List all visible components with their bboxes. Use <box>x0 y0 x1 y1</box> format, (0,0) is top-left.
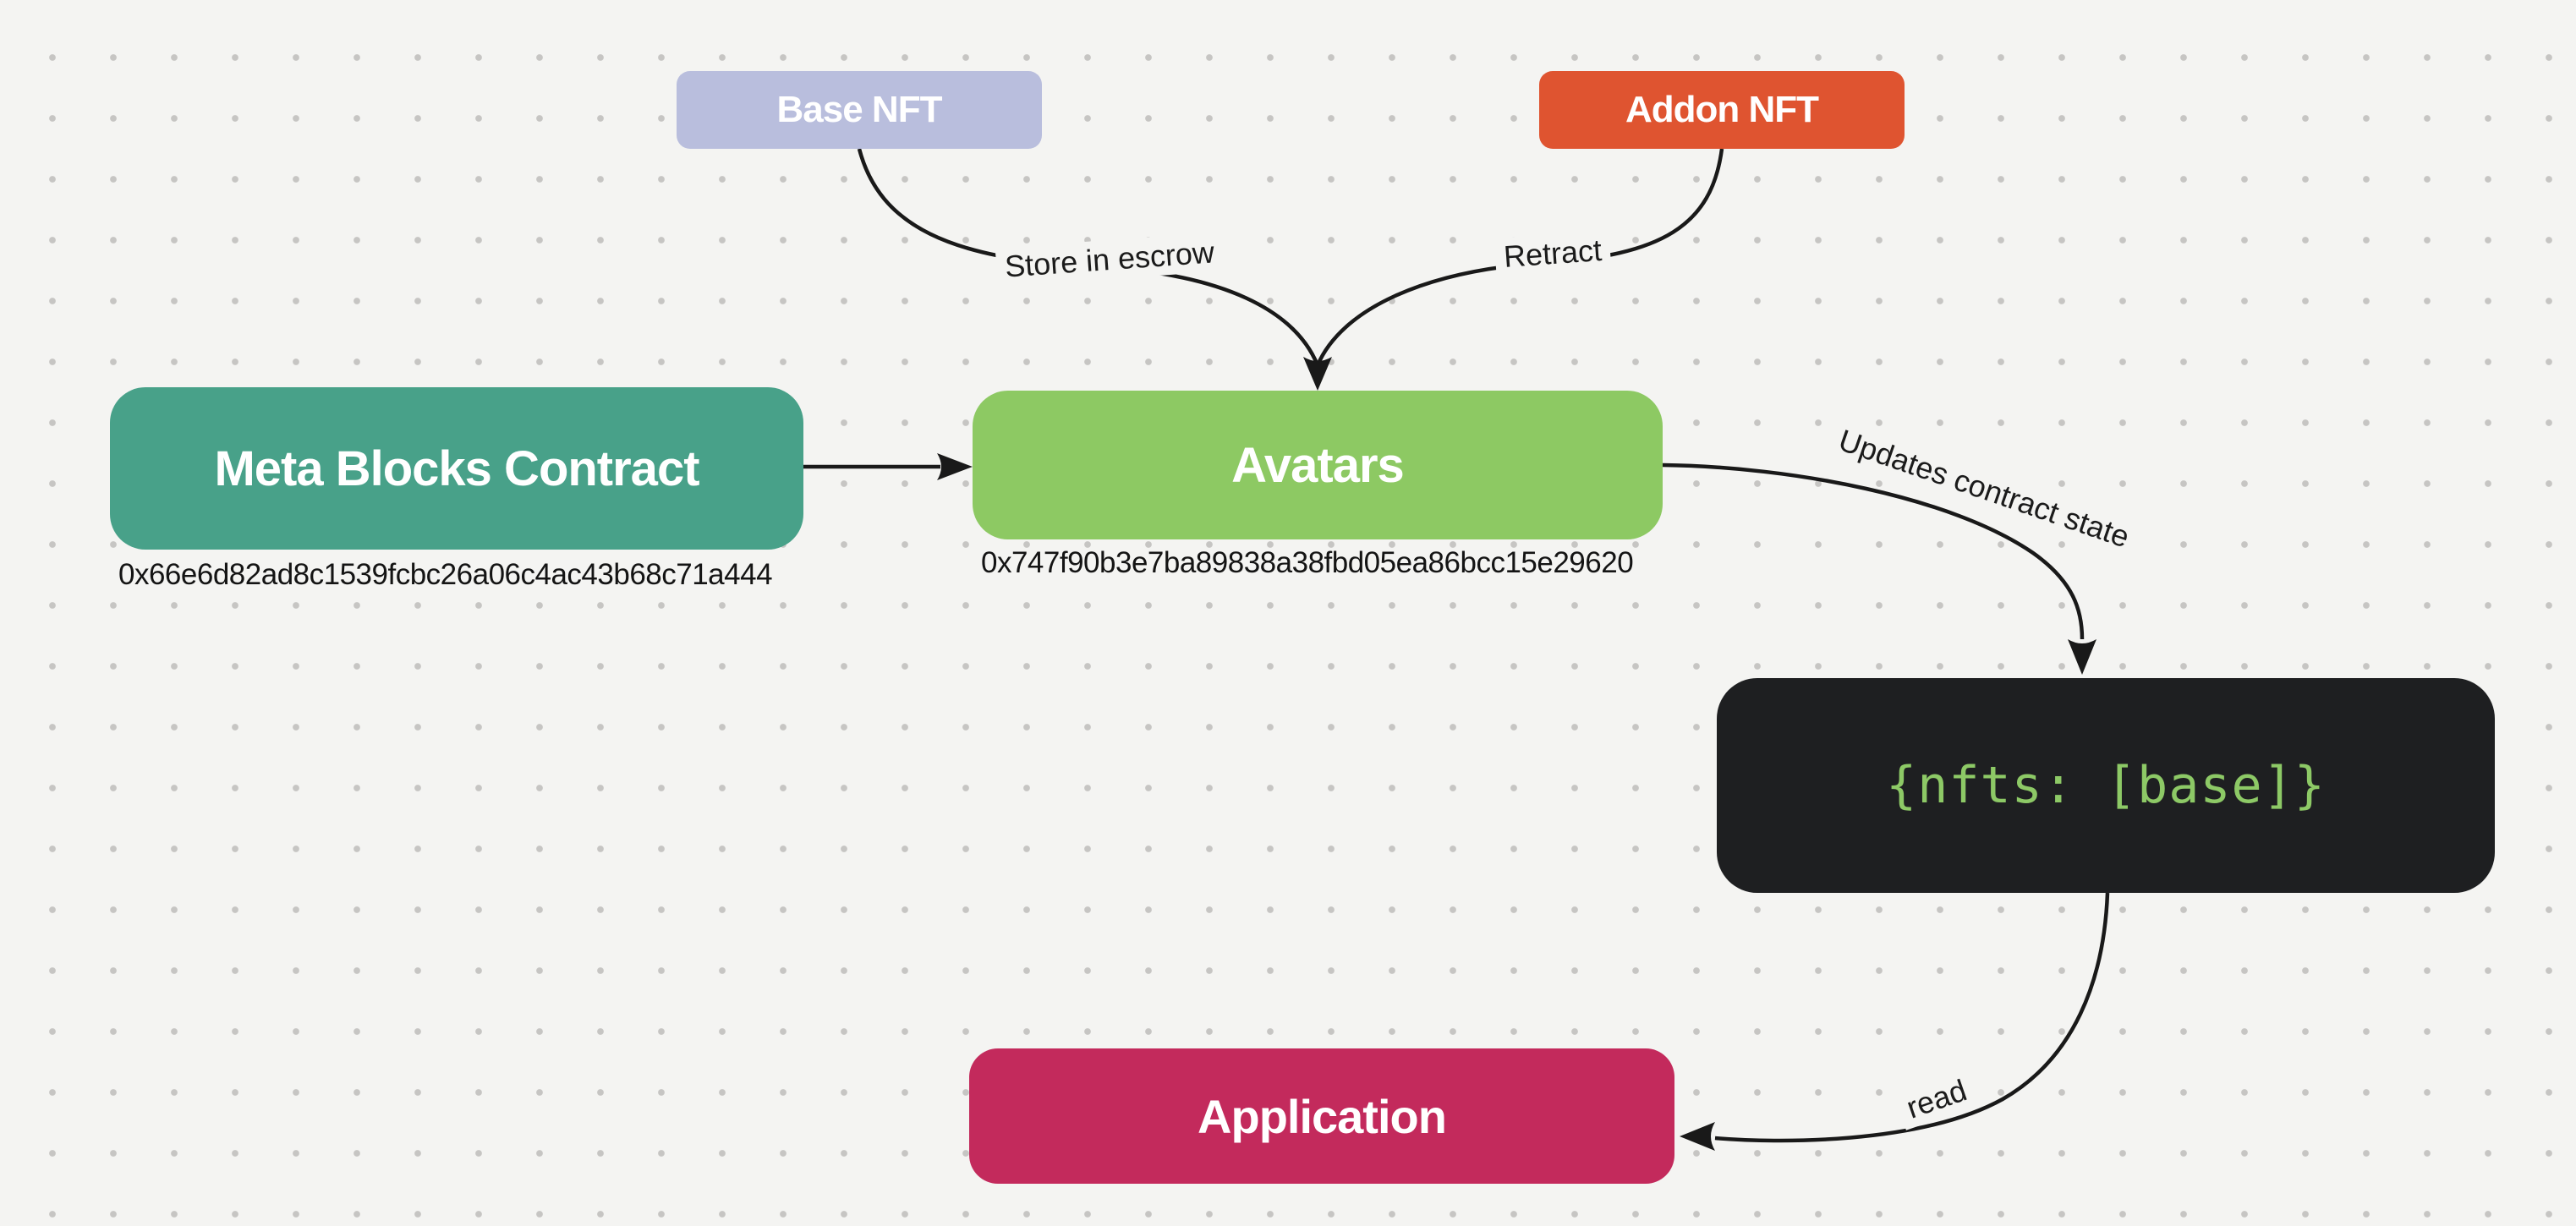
node-meta-blocks-contract: Meta Blocks Contract <box>110 387 803 550</box>
node-avatars: Avatars <box>973 391 1663 539</box>
node-addon-nft-label: Addon NFT <box>1625 89 1819 130</box>
node-application-label: Application <box>1198 1089 1447 1143</box>
arrowhead-into-application-right <box>1680 1122 1715 1151</box>
edge-contract-state-to-application <box>1714 892 2110 1143</box>
node-contract-state-label: {nfts: [base]} <box>1886 756 2326 815</box>
node-base-nft-label: Base NFT <box>776 89 943 130</box>
node-contract-state: {nfts: [base]} <box>1717 678 2495 893</box>
node-base-nft: Base NFT <box>677 71 1042 149</box>
node-meta-blocks-contract-label: Meta Blocks Contract <box>214 441 699 496</box>
arrowhead-into-avatars-top <box>1303 357 1332 391</box>
edge-label-retract: Retract <box>1494 230 1612 277</box>
arrowhead-into-contract-state-top <box>2068 639 2096 675</box>
avatars-contract-address: 0x747f90b3e7ba89838a38fbd05ea86bcc15e296… <box>981 546 1634 579</box>
edge-avatars-to-contract-state <box>1662 462 2085 640</box>
meta-blocks-contract-address: 0x66e6d82ad8c1539fcbc26a06c4ac43b68c71a4… <box>118 558 773 591</box>
node-application: Application <box>969 1048 1674 1184</box>
node-addon-nft: Addon NFT <box>1539 71 1905 149</box>
node-avatars-label: Avatars <box>1231 437 1405 493</box>
arrowhead-into-avatars-left <box>937 453 973 480</box>
